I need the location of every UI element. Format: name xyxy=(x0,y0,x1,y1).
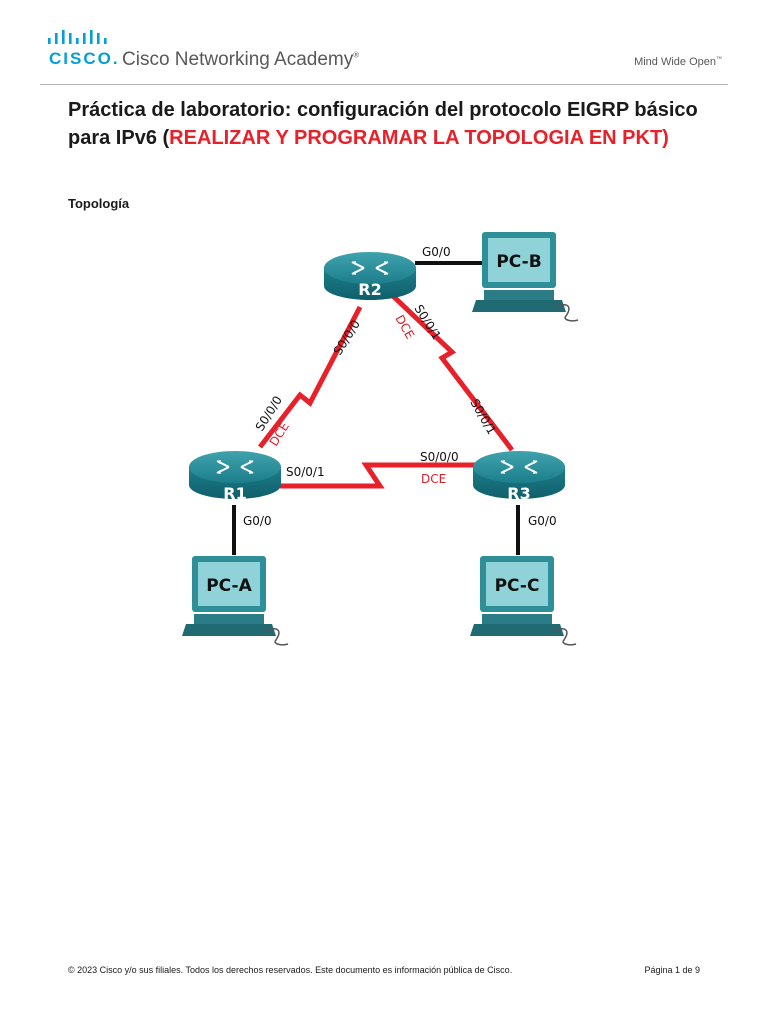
serial-link-r1-r3 xyxy=(280,462,483,489)
r2-s001-label: S0/0/1 xyxy=(411,302,443,342)
r2-s000-label: S0/0/0 xyxy=(331,317,363,357)
router-r3: R3 xyxy=(473,451,565,503)
section-heading: Topología xyxy=(68,196,130,211)
router-r2-label: R2 xyxy=(358,280,381,299)
cisco-wordmark: CISCO. xyxy=(49,49,120,68)
pc-b: PC-B xyxy=(472,232,579,322)
header-divider xyxy=(40,84,728,85)
r3-dce-label: DCE xyxy=(421,472,446,486)
tagline-text: Mind Wide Open xyxy=(634,56,716,68)
pc-c-label: PC-C xyxy=(495,576,540,596)
registered-mark: ® xyxy=(353,50,360,60)
r2-g00-label: G0/0 xyxy=(422,245,451,259)
r3-s000-label: S0/0/0 xyxy=(420,450,459,464)
router-r3-label: R3 xyxy=(507,484,530,503)
page-header: CISCO. Cisco Networking Academy® Mind Wi… xyxy=(0,0,768,82)
trademark-mark: ™ xyxy=(716,56,722,63)
r1-s001-label: S0/0/1 xyxy=(286,465,325,479)
footer-page-number: Página 1 de 9 xyxy=(644,965,700,975)
serial-link-r2-r3 xyxy=(390,293,514,452)
title-main: Práctica de laboratorio: configuración d… xyxy=(68,99,698,149)
r3-s001-label: S0/0/1 xyxy=(467,397,498,437)
cisco-logo-icon xyxy=(48,30,107,44)
r3-g00-label: G0/0 xyxy=(528,514,557,528)
router-r1-label: R1 xyxy=(223,484,246,503)
router-r2: R2 xyxy=(324,252,416,300)
title-red-note: REALIZAR Y PROGRAMAR LA TOPOLOGIA EN PKT… xyxy=(169,127,669,149)
topology-diagram: R2 R1 R3 PC-B PC-A PC-C xyxy=(182,232,579,646)
pc-b-label: PC-B xyxy=(496,252,541,272)
academy-text: Cisco Networking Academy xyxy=(122,49,354,70)
footer-copyright: © 2023 Cisco y/o sus filiales. Todos los… xyxy=(68,965,513,975)
pc-c: PC-C xyxy=(470,556,577,646)
r1-g00-label: G0/0 xyxy=(243,514,272,528)
router-r1: R1 xyxy=(189,451,281,503)
page-title: Práctica de laboratorio: configuración d… xyxy=(68,96,718,152)
serial-link-r1-r2 xyxy=(258,305,363,449)
pc-a-label: PC-A xyxy=(206,576,252,596)
tagline: Mind Wide Open™ xyxy=(634,56,722,68)
academy-name: Cisco Networking Academy® xyxy=(122,49,359,71)
pc-a: PC-A xyxy=(182,556,289,646)
